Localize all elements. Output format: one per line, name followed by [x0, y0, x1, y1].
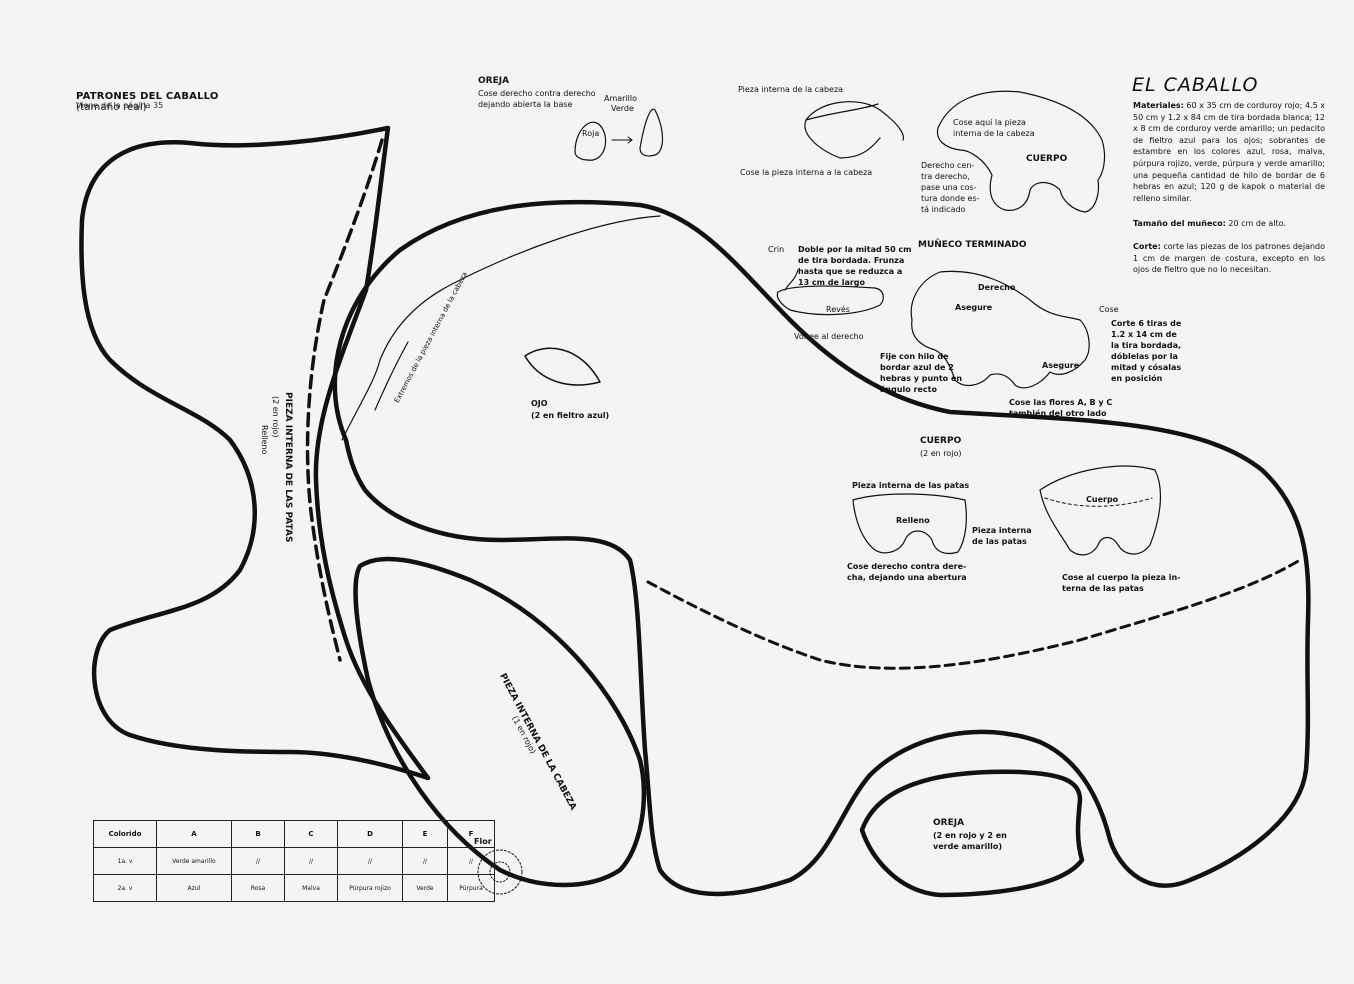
legs-piece-relleno: Relleno	[260, 425, 269, 455]
page-header: PATRONES DEL CABALLO (tamaño real)	[76, 80, 219, 113]
table-row: 1a. v Verde amarillo // // // // //	[93, 847, 495, 875]
cut-label: Corte:	[1133, 242, 1161, 251]
color-table-header-cell: B	[231, 820, 285, 848]
finished-corte-tiras: Corte 6 tiras de 1.2 x 14 cm de la tira …	[1111, 319, 1182, 383]
color-table-header-cell: C	[284, 820, 338, 848]
legs-step-cuerpo-sub: (2 en rojo)	[920, 449, 962, 458]
cuerpo-step-label: CUERPO	[1026, 154, 1068, 164]
table-cell: 1a. v	[93, 847, 157, 875]
table-cell: //	[284, 847, 338, 875]
legs-step-cuerpo-title: CUERPO	[920, 436, 962, 446]
mane-step-drawing	[776, 269, 884, 316]
table-cell: Malva	[284, 874, 338, 902]
table-cell: //	[447, 847, 495, 875]
size-label: Tamaño del muñeco:	[1133, 219, 1226, 228]
legs-step-drawing-2	[1039, 465, 1161, 556]
oreja-step-verde: Verde	[611, 104, 634, 113]
table-cell: Púrpura	[447, 874, 495, 902]
legs-step-pieza-interna: Pieza interna de las patas	[972, 526, 1032, 546]
table-cell: Púrpura rojizo	[337, 874, 403, 902]
ear-piece-outline	[859, 769, 1085, 898]
cuerpo-step-cose-aqui: Cose aquí la pieza interna de la cabeza	[953, 118, 1035, 138]
color-table-header-row: Colorido A B C D E F	[93, 820, 495, 848]
mane-step-reves: Revés	[826, 305, 850, 314]
header-title: PATRONES DEL CABALLO	[76, 91, 219, 102]
oreja-step-piece-1	[574, 121, 607, 161]
cut-block: Corte: corte las piezas de los patrones …	[1133, 241, 1325, 276]
legs-piece-label: PIEZA INTERNA DE LAS PATAS	[283, 392, 293, 543]
table-cell: Verde amarillo	[156, 847, 232, 875]
legs-step-drawing-1	[852, 493, 967, 555]
legs-piece-outline	[79, 125, 431, 781]
header-title-suffix: (tamaño real)	[76, 102, 147, 113]
head-seam-line	[341, 215, 661, 441]
oreja-step-piece-2	[639, 108, 664, 157]
finished-flores: Cose las flores A, B y C también del otr…	[1009, 398, 1113, 418]
color-table-header-cell: A	[156, 820, 232, 848]
legs-step-cuerpo-label: Cuerpo	[1086, 495, 1119, 504]
mane-step-crin: Crin	[768, 245, 785, 254]
materials-label: Materiales:	[1133, 101, 1184, 110]
table-cell: //	[337, 847, 403, 875]
head-seam-line-2	[374, 341, 409, 411]
size-block: Tamaño del muñeco: 20 cm de alto.	[1133, 218, 1325, 230]
head-step-drawing	[804, 101, 905, 159]
ear-piece-label: OREJA	[933, 818, 965, 828]
color-table-header-cell: F	[447, 820, 495, 848]
oreja-step-amarillo: Amarillo	[604, 94, 638, 103]
body-dashed-line	[646, 558, 1302, 670]
table-cell: //	[231, 847, 285, 875]
head-step-top: Pieza interna de la cabeza	[738, 85, 844, 94]
finished-derecho: Derecho	[978, 283, 1016, 292]
finished-cose: Cose	[1099, 305, 1119, 314]
table-cell: Verde	[402, 874, 448, 902]
mane-step-text: Doble por la mitad 50 cm de tira bordada…	[798, 245, 912, 287]
legs-step-cose-derecho: Cose derecho contra dere- cha, dejando u…	[847, 562, 967, 582]
legs-step-cose-al-cuerpo: Cose al cuerpo la pieza in- terna de las…	[1062, 573, 1181, 593]
head-step-bottom: Cose la pieza interna a la cabeza	[740, 168, 873, 177]
color-table-header-cell: E	[402, 820, 448, 848]
color-table: Colorido A B C D E F 1a. v Verde amarill…	[93, 820, 495, 902]
materials-block: Materiales: 60 x 35 cm de corduroy rojo;…	[1133, 100, 1325, 204]
table-cell: Rosa	[231, 874, 285, 902]
eye-label: OJO	[531, 399, 548, 408]
cuerpo-step-drawing	[936, 90, 1106, 213]
finished-asegure-1: Asegure	[955, 303, 993, 312]
head-piece-outline	[353, 556, 647, 888]
cut-text: corte las piezas de los patrones dejando…	[1133, 242, 1326, 275]
legs-piece-qty: (2 en rojo)	[271, 396, 280, 438]
oreja-step-roja: Roja	[582, 129, 600, 138]
legs-step-pieza-patas: Pieza interna de las patas	[852, 481, 970, 490]
finished-title: MUÑECO TERMINADO	[918, 240, 1027, 250]
mane-step-voltee: Voltee al derecho	[794, 332, 864, 341]
eye-outline	[524, 347, 601, 386]
oreja-step-title: OREJA	[478, 76, 510, 86]
table-cell: Azul	[156, 874, 232, 902]
finished-fije: Fije con hilo de bordar azul de 2 hebras…	[880, 352, 963, 394]
body-piece-outline	[332, 199, 1311, 897]
table-row: 2a. v Azul Rosa Malva Púrpura rojizo Ver…	[93, 874, 495, 902]
color-table-header-cell: D	[337, 820, 403, 848]
main-title: EL CABALLO	[1132, 74, 1259, 96]
table-cell: //	[402, 847, 448, 875]
cuerpo-step-derecho: Derecho cen- tra derecho, pase una cos- …	[921, 161, 980, 214]
size-text: 20 cm de alto.	[1228, 219, 1286, 228]
materials-text: 60 x 35 cm de corduroy rojo; 4.5 x 50 cm…	[1133, 101, 1325, 203]
finished-asegure-2: Asegure	[1042, 361, 1080, 370]
finished-doll-drawing	[910, 270, 1090, 389]
oreja-step-text: Cose derecho contra derecho dejando abie…	[478, 89, 596, 109]
eye-qty: (2 en fieltro azul)	[531, 411, 610, 420]
oreja-step-arrow	[611, 136, 633, 144]
legs-step-drawing-2-seam	[1044, 497, 1153, 507]
header-subtitle: Viene de la página 35	[76, 101, 164, 110]
legs-step-relleno: Relleno	[896, 516, 930, 525]
legs-piece-dashed-line	[305, 138, 384, 662]
color-table-header-cell: Colorido	[93, 820, 157, 848]
ear-piece-qty: (2 en rojo y 2 en verde amarillo)	[933, 831, 1007, 851]
table-cell: 2a. v	[93, 874, 157, 902]
